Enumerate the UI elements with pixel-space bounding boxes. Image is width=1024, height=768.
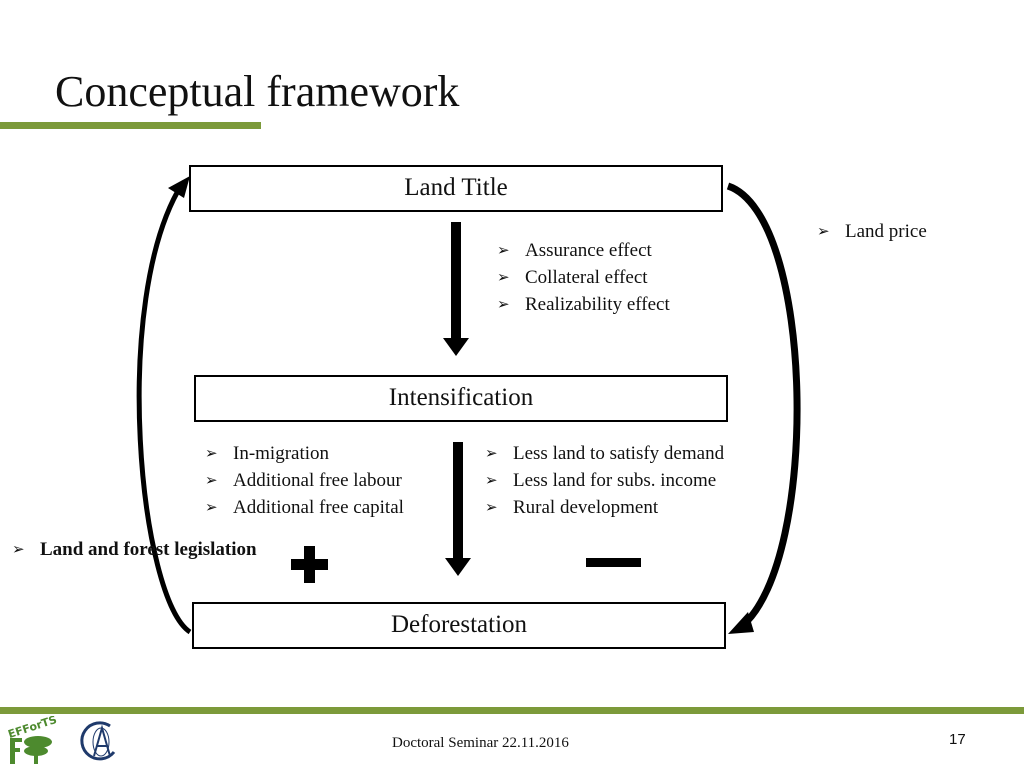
right-curved-arrow-path <box>726 182 801 629</box>
down-arrow-1-shaft <box>451 222 461 340</box>
down-arrow-2-shaft <box>453 442 463 560</box>
institute-logo-icon <box>80 721 116 761</box>
down-arrow-1-head <box>443 338 469 356</box>
deforestation-box: Deforestation <box>192 602 726 649</box>
plus-sign <box>291 546 328 583</box>
list-item: In-migration <box>205 440 404 467</box>
list-item: Land price <box>817 218 927 245</box>
down-arrow-2-head <box>445 558 471 576</box>
list-item: Land and forest legislation <box>12 536 257 563</box>
list-item: Additional free capital <box>205 494 404 521</box>
footer-text: Doctoral Seminar 22.11.2016 <box>392 735 569 751</box>
list-item: Less land to satisfy demand <box>485 440 724 467</box>
list-item: Assurance effect <box>497 237 670 264</box>
intensification-right-list: Less land to satisfy demand Less land fo… <box>485 440 724 521</box>
left-feedback-arrow-path <box>136 182 192 635</box>
legislation-list: Land and forest legislation <box>12 536 257 563</box>
list-item: Realizability effect <box>497 291 670 318</box>
intensification-left-list: In-migration Additional free labour Addi… <box>205 440 404 521</box>
land-price-list: Land price <box>817 218 927 245</box>
list-item: Collateral effect <box>497 264 670 291</box>
list-item: Additional free labour <box>205 467 404 494</box>
right-curved-arrowhead <box>728 612 754 634</box>
slide-title: Conceptual framework <box>55 67 460 116</box>
left-feedback-arrowhead <box>168 176 190 198</box>
intensification-box: Intensification <box>194 375 728 422</box>
footer-rule <box>0 707 1024 714</box>
land-title-box: Land Title <box>189 165 723 212</box>
page-number: 17 <box>949 731 966 748</box>
list-item: Less land for subs. income <box>485 467 724 494</box>
list-item: Rural development <box>485 494 724 521</box>
title-underline <box>0 122 261 129</box>
efforts-logo-icon: EFForTS <box>6 716 59 764</box>
title-effects-list: Assurance effect Collateral effect Reali… <box>497 237 670 318</box>
minus-sign <box>586 558 641 567</box>
